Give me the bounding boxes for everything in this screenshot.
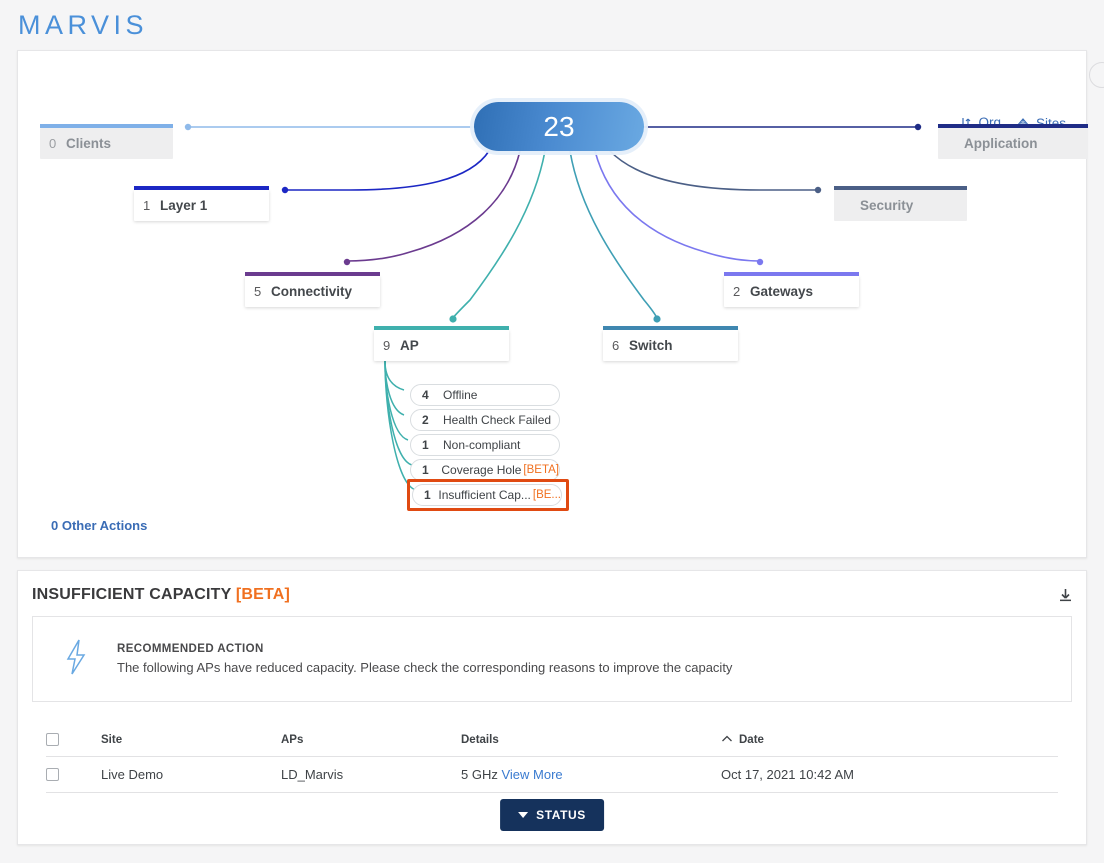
node-security[interactable]: Security [834,186,967,221]
sub-item-coverage-hole-count: 1 [422,463,429,477]
node-gateways-label: Gateways [750,284,814,299]
sub-item-insufficient-capacity-beta: [BE... [532,489,561,501]
app-logo: MARVIS [18,10,149,40]
select-all-cell [46,733,101,746]
sub-item-health-check-failed-count: 2 [422,413,429,427]
chevron-up-icon [721,731,733,749]
node-ap-label: AP [400,338,419,353]
sub-item-offline[interactable]: 4 Offline [410,384,560,406]
node-connectivity-count: 5 [254,284,262,299]
sub-item-non-compliant[interactable]: 1 Non-compliant [410,434,560,456]
node-gateways-count: 2 [733,284,741,299]
node-ap-bar [374,326,509,330]
recommended-action-text: The following APs have reduced capacity.… [117,660,733,675]
sub-item-non-compliant-label: Non-compliant [443,438,521,452]
node-clients-bar [40,124,173,128]
node-layer-1[interactable]: 1 Layer 1 [134,186,269,221]
node-layer-1-label: Layer 1 [160,198,208,213]
node-layer-1-count: 1 [143,198,151,213]
node-security-bar [834,186,967,190]
caret-down-icon [518,812,529,818]
results-table: Site APs Details Date Live Demo LD_Marvi… [46,723,1058,793]
row-select-cell [46,768,101,781]
sub-item-offline-label: Offline [443,388,478,402]
column-header-aps[interactable]: APs [281,733,304,746]
sub-item-insufficient-capacity-label: Insufficient Cap... [438,488,531,502]
node-connectivity-bar [245,272,380,276]
sub-item-insufficient-capacity-count: 1 [424,488,431,502]
column-header-date[interactable]: Date [721,731,1058,749]
node-layer-1-bar [134,186,269,190]
sub-item-non-compliant-count: 1 [422,438,429,452]
column-header-details[interactable]: Details [461,733,499,746]
node-gateways-bar [724,272,859,276]
node-security-label: Security [860,198,914,213]
other-actions-link[interactable]: 0 Other Actions [51,518,148,533]
sub-item-offline-count: 4 [422,388,429,402]
recommended-action-box: RECOMMENDED ACTION The following APs hav… [32,616,1072,702]
node-connectivity[interactable]: 5 Connectivity [245,272,380,307]
lightning-bolt-icon [61,637,91,682]
row-checkbox[interactable] [46,768,59,781]
detail-panel-title-beta: [BETA] [235,586,291,603]
node-switch-label: Switch [629,338,673,353]
node-clients-count: 0 [49,136,57,151]
cell-details: 5 GHz View More [461,767,721,782]
download-icon[interactable] [1057,587,1074,609]
node-switch[interactable]: 6 Switch [603,326,738,361]
center-actions-count[interactable]: 23 [474,102,644,151]
sub-item-coverage-hole-label: Coverage Hole [441,463,522,477]
node-application-bar [938,124,1088,128]
node-application[interactable]: Application [938,124,1088,159]
node-ap-count: 9 [383,338,391,353]
sub-item-coverage-hole[interactable]: 1 Coverage Hole [BETA] [410,459,560,481]
edge-decoration-circle [1089,62,1104,88]
sub-item-health-check-failed-label: Health Check Failed [443,413,552,427]
column-header-date-label: Date [739,733,764,746]
node-connectivity-label: Connectivity [271,284,353,299]
node-switch-bar [603,326,738,330]
cell-site: Live Demo [101,767,164,782]
detail-panel: INSUFFICIENT CAPACITY [BETA] RECOMMENDED… [17,570,1087,845]
detail-panel-title: INSUFFICIENT CAPACITY [BETA] [32,586,290,604]
node-ap[interactable]: 9 AP [374,326,509,361]
recommended-action-heading: RECOMMENDED ACTION [117,643,264,655]
detail-panel-title-text: INSUFFICIENT CAPACITY [32,586,232,603]
node-switch-count: 6 [612,338,620,353]
status-button-label: STATUS [536,808,586,822]
status-button[interactable]: STATUS [500,799,604,831]
sub-item-coverage-hole-beta: [BETA] [523,464,559,476]
sub-item-insufficient-capacity[interactable]: 1 Insufficient Cap... [BE... [412,484,562,506]
node-clients[interactable]: 0 Clients [40,124,173,159]
sub-item-health-check-failed[interactable]: 2 Health Check Failed [410,409,560,431]
table-header-row: Site APs Details Date [46,723,1058,757]
node-clients-label: Clients [66,136,112,151]
select-all-checkbox[interactable] [46,733,59,746]
node-gateways[interactable]: 2 Gateways [724,272,859,307]
table-row[interactable]: Live Demo LD_Marvis 5 GHz View More Oct … [46,757,1058,793]
cell-date: Oct 17, 2021 10:42 AM [721,767,854,782]
node-application-label: Application [964,136,1038,151]
view-more-link[interactable]: View More [501,767,563,782]
cell-details-value: 5 GHz [461,767,498,782]
cell-aps: LD_Marvis [281,767,344,782]
column-header-site[interactable]: Site [101,733,123,746]
